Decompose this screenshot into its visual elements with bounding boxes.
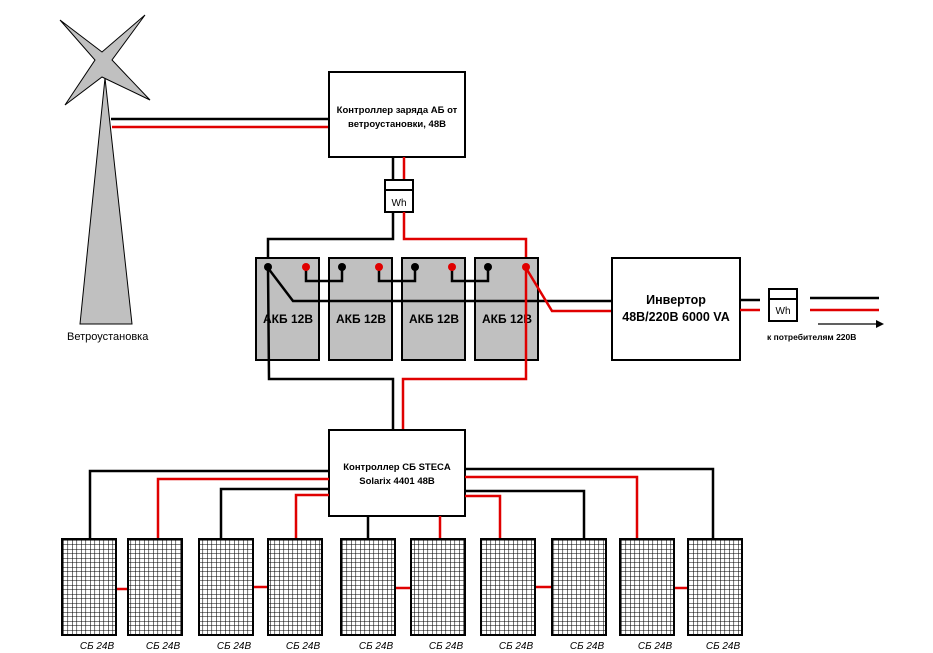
solar-panel-label: СБ 24В bbox=[429, 641, 464, 652]
wind-controller-line1: Контроллер заряда АБ от bbox=[337, 105, 458, 116]
solar-panel-cells bbox=[267, 538, 323, 636]
solar-panel-cells bbox=[410, 538, 466, 636]
wind-turbine-icon bbox=[59, 14, 151, 106]
positive-terminal bbox=[522, 263, 530, 271]
output-energy-meter: Wh bbox=[768, 288, 798, 322]
wind-turbine: Ветроустановка bbox=[59, 14, 151, 343]
wind-charge-controller: Контроллер заряда АБ от ветроустановки, … bbox=[328, 71, 466, 158]
positive-terminal bbox=[375, 263, 383, 271]
inverter: Инвертор 48В/220В 6000 VA bbox=[611, 257, 741, 361]
solar-panel: СБ 24В bbox=[687, 538, 743, 652]
wire-pv-negative bbox=[465, 489, 586, 538]
wire-pv-negative bbox=[88, 469, 329, 538]
battery: АКБ 12В bbox=[328, 257, 393, 361]
solar-panel-cells bbox=[61, 538, 117, 636]
wire-pv-negative bbox=[219, 487, 329, 538]
wire-pv-positive bbox=[465, 494, 502, 538]
solar-panel: СБ 24В bbox=[340, 538, 396, 652]
solar-panel-label: СБ 24В bbox=[706, 641, 741, 652]
solar-panel: СБ 24В bbox=[127, 538, 183, 652]
wire-meter-to-battery-positive bbox=[402, 212, 528, 268]
wire-pv-positive bbox=[465, 475, 639, 538]
negative-terminal bbox=[264, 263, 272, 271]
turbine-tower bbox=[79, 77, 133, 325]
solar-panel-cells bbox=[687, 538, 743, 636]
solar-panel-label: СБ 24В bbox=[499, 641, 534, 652]
wind-controller-line2: ветроустановки, 48В bbox=[348, 119, 446, 130]
battery: АКБ 12В bbox=[474, 257, 539, 361]
solar-panel-cells bbox=[340, 538, 396, 636]
solar-panel: СБ 24В bbox=[410, 538, 466, 652]
battery-label: АКБ 12В bbox=[409, 312, 459, 326]
solar-panel-cells bbox=[480, 538, 536, 636]
inverter-line1: Инвертор bbox=[646, 293, 706, 307]
series-link bbox=[304, 268, 344, 283]
solar-panel-label: СБ 24В bbox=[80, 641, 115, 652]
solar-panel-label: СБ 24В bbox=[146, 641, 181, 652]
wire-battery-to-inverter-negative bbox=[267, 267, 612, 303]
solar-panel-cells bbox=[198, 538, 254, 636]
solar-panel-label: СБ 24В bbox=[359, 641, 394, 652]
wire-pv-positive bbox=[156, 477, 329, 538]
battery-label: АКБ 12В bbox=[263, 312, 313, 326]
solar-panel-cells bbox=[551, 538, 607, 636]
solar-panel: СБ 24В bbox=[619, 538, 675, 652]
wire-meter-to-battery-negative bbox=[266, 212, 395, 268]
battery-label: АКБ 12В bbox=[336, 312, 386, 326]
solar-panel-label: СБ 24В bbox=[638, 641, 673, 652]
solar-panel-cells bbox=[127, 538, 183, 636]
inverter-line2: 48В/220В 6000 VA bbox=[622, 310, 729, 324]
solar-panel-array: СБ 24В СБ 24В СБ 24В СБ 24В СБ 24В СБ 24В СБ 2… bbox=[61, 538, 743, 652]
output-meter-label: Wh bbox=[776, 306, 791, 317]
battery-terminals bbox=[264, 263, 530, 271]
solar-panel: СБ 24В bbox=[267, 538, 323, 652]
wire-battery-to-solar-ctrl-negative bbox=[266, 267, 395, 430]
solar-panel: СБ 24В bbox=[480, 538, 536, 652]
negative-terminal bbox=[484, 263, 492, 271]
wind-turbine-label: Ветроустановка bbox=[67, 331, 149, 343]
battery-bank: АКБ 12В АКБ 12В АКБ 12В АКБ 12В bbox=[255, 257, 539, 361]
series-link bbox=[377, 268, 417, 283]
battery: АКБ 12В bbox=[255, 257, 320, 361]
solar-controller-line2: Solarix 4401 48В bbox=[359, 476, 435, 487]
consumers-label: к потребителям 220В bbox=[767, 332, 856, 342]
battery-label: АКБ 12В bbox=[482, 312, 532, 326]
arrow-right-icon bbox=[818, 320, 884, 328]
solar-panel-label: СБ 24В bbox=[286, 641, 321, 652]
solar-panel-label: СБ 24В bbox=[570, 641, 605, 652]
battery: АКБ 12В bbox=[401, 257, 466, 361]
solar-charge-controller: Контроллер СБ STECA Solarix 4401 48В bbox=[328, 429, 466, 517]
positive-terminal bbox=[448, 263, 456, 271]
series-link bbox=[450, 268, 490, 283]
solar-controller-line1: Контроллер СБ STECA bbox=[343, 462, 451, 473]
solar-panel: СБ 24В bbox=[551, 538, 607, 652]
wind-meter-label: Wh bbox=[392, 198, 407, 209]
solar-panel: СБ 24В bbox=[198, 538, 254, 652]
wire-battery-to-inverter-positive bbox=[524, 267, 612, 313]
positive-terminal bbox=[302, 263, 310, 271]
solar-panel-cells bbox=[619, 538, 675, 636]
wire-pv-negative bbox=[465, 467, 715, 538]
wind-energy-meter: Wh bbox=[384, 179, 414, 213]
negative-terminal bbox=[411, 263, 419, 271]
wire-pv-positive bbox=[294, 493, 329, 538]
negative-terminal bbox=[338, 263, 346, 271]
solar-panel: СБ 24В bbox=[61, 538, 117, 652]
solar-panel-label: СБ 24В bbox=[217, 641, 252, 652]
wire-battery-to-solar-ctrl-positive bbox=[401, 268, 528, 430]
